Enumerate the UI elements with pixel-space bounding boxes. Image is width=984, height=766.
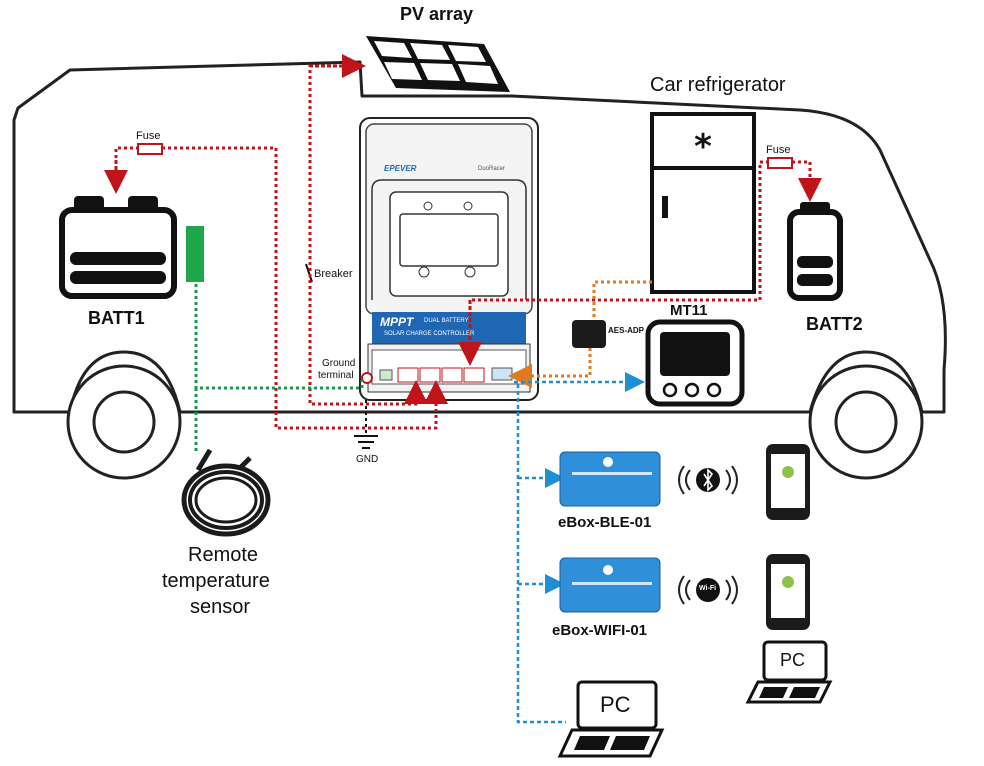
laptop-icon [557, 680, 665, 758]
ground-terminal-label-2: terminal [318, 370, 354, 381]
ground-terminal-icon [361, 372, 373, 384]
mt11-display-icon [645, 319, 745, 407]
red-wires [104, 54, 822, 430]
fuse-left-icon [137, 143, 163, 155]
ebox-ble-icon [559, 451, 661, 507]
front-wheel [66, 364, 182, 480]
refrigerator-icon: * [650, 112, 756, 294]
ground-terminal-label-1: Ground [322, 358, 356, 369]
ebox-ble-label: eBox-BLE-01 [558, 514, 652, 531]
batt2-label: BATT2 [806, 314, 863, 334]
blue-wires [514, 372, 645, 724]
svg-text:*: * [694, 127, 712, 167]
ebox-wifi-label: eBox-WIFI-01 [552, 622, 648, 639]
smartphone-icon [766, 554, 810, 630]
fuse-right-icon [767, 157, 793, 169]
temperature-sensor-icon [181, 448, 271, 537]
breaker-label: Breaker [314, 268, 353, 280]
gnd-label: GND [356, 454, 379, 465]
controller-model: DuoRacer [478, 166, 506, 172]
battery-icon [59, 196, 177, 299]
temperature-sensor-probe [186, 226, 204, 282]
green-wire [194, 284, 364, 390]
wifi-badge: Wi-Fi [699, 585, 717, 592]
controller-sub2: SOLAR CHARGE CONTROLLER [384, 331, 475, 337]
car-refrigerator-label: Car refrigerator [650, 74, 786, 96]
wifi-icon [678, 575, 738, 605]
laptop-icon [745, 640, 833, 704]
breaker-icon [305, 263, 313, 283]
aes-adp-label: AES-ADP [608, 326, 645, 335]
bluetooth-icon [678, 465, 738, 495]
controller-icon [359, 117, 539, 401]
smartphone-icon [766, 444, 810, 520]
pc-label-2: PC [780, 650, 806, 670]
ground-icon [354, 400, 378, 449]
pc-label-1: PC [600, 692, 631, 717]
battery-icon [787, 202, 843, 301]
controller-title: MPPT [380, 315, 414, 329]
remote-temp-label-1: Remote [188, 544, 259, 566]
vehicle-outline [12, 60, 947, 414]
solar-panel-icon [366, 36, 510, 92]
fuse-left-label: Fuse [136, 130, 161, 142]
remote-temp-label-3: sensor [190, 596, 251, 618]
orange-wire [592, 280, 652, 320]
controller-brand: EPEVER [384, 164, 417, 173]
mt11-label: MT11 [670, 302, 708, 319]
fuse-right-label: Fuse [766, 144, 791, 156]
pv-array-label: PV array [400, 4, 474, 24]
ebox-wifi-icon [559, 557, 661, 613]
remote-temp-label-2: temperature [162, 570, 270, 592]
orange-wire-2 [508, 348, 592, 388]
rear-wheel [808, 364, 924, 480]
adapter-icon [572, 320, 606, 348]
controller-sub1: DUAL BATTERY [424, 318, 469, 324]
batt1-label: BATT1 [88, 308, 145, 328]
